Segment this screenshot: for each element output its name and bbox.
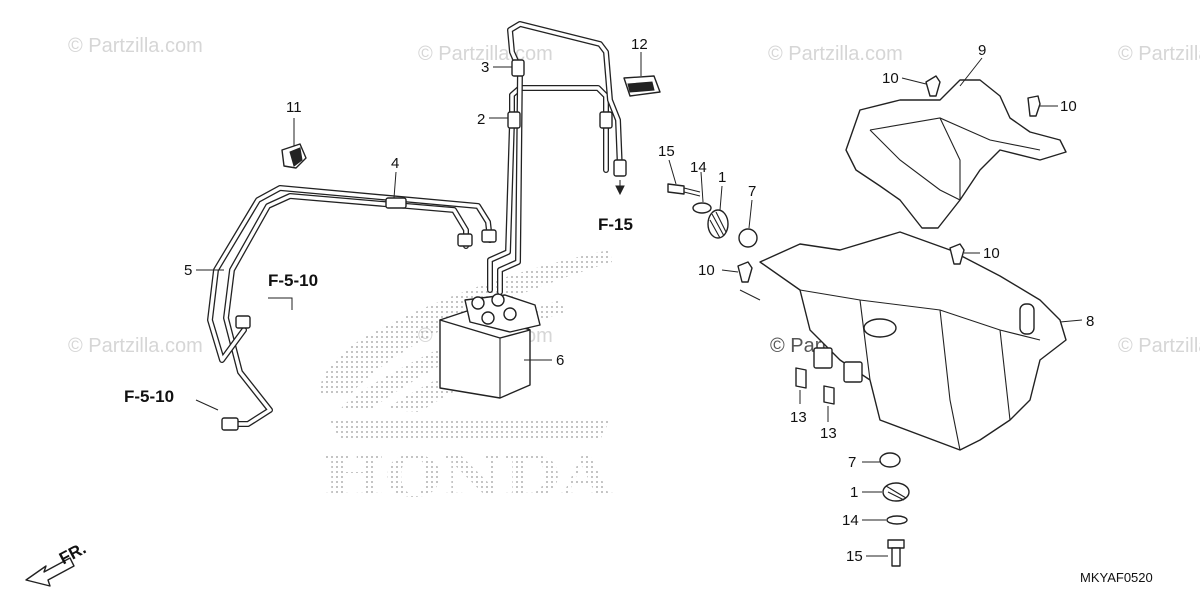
- watermark-text: © Partzilla.com: [1118, 335, 1200, 357]
- part-8-tray: [759, 231, 1067, 451]
- part-label-1b: 1: [850, 484, 858, 501]
- watermark-text: © Partzilla.com: [68, 35, 203, 57]
- part-label-6: 6: [556, 352, 564, 369]
- part-label-15a: 15: [658, 143, 675, 160]
- front-direction-arrow: FR.: [25, 539, 89, 587]
- part-9-cover: [845, 79, 1067, 229]
- part-label-10a: 10: [882, 70, 899, 87]
- part-label-1a: 1: [718, 169, 726, 186]
- part-label-13a: 13: [790, 409, 807, 426]
- part-label-14b: 14: [842, 512, 859, 529]
- part-11-clip: [281, 143, 307, 169]
- ref-f510-lower: F-5-10: [124, 387, 174, 406]
- mount-hardware-lower: [879, 452, 910, 567]
- upper-brake-pipes: [487, 21, 627, 295]
- ref-f15: F-15: [598, 215, 633, 234]
- part-label-4: 4: [391, 155, 399, 172]
- part-label-10c: 10: [983, 245, 1000, 262]
- part-label-7b: 7: [848, 454, 856, 471]
- reference-labels: F-15 F-5-10 F-5-10: [124, 215, 633, 406]
- watermark-text: © Partzilla.com: [1118, 43, 1200, 65]
- part-label-7a: 7: [748, 183, 756, 200]
- part-label-9: 9: [978, 42, 986, 59]
- leader-lines: [195, 52, 1083, 557]
- part-label-12: 12: [631, 36, 648, 53]
- watermark-text: © Partzilla.com: [68, 335, 203, 357]
- part-label-13b: 13: [820, 425, 837, 442]
- part-label-15b: 15: [846, 548, 863, 565]
- diagram-code: MKYAF0520: [1080, 570, 1153, 585]
- part-10-bolts: [737, 75, 1041, 283]
- part-label-5: 5: [184, 262, 192, 279]
- part-label-3: 3: [481, 59, 489, 76]
- part-13-clips: [795, 367, 835, 405]
- part-label-14a: 14: [690, 159, 707, 176]
- part-label-11: 11: [286, 99, 302, 116]
- mount-hardware-upper: [667, 183, 758, 248]
- part-12-block: [623, 75, 661, 97]
- part-label-10b: 10: [1060, 98, 1077, 115]
- part-number-labels: 3 2 4 11 5 6 12 15 14 1 7 9 10 10 10 10 …: [184, 36, 1094, 565]
- part-label-2: 2: [477, 111, 485, 128]
- front-brake-hose: [207, 185, 497, 431]
- part-label-10d: 10: [698, 262, 715, 279]
- honda-wordmark: HONDA: [322, 444, 614, 510]
- part-label-8: 8: [1086, 313, 1094, 330]
- ref-f510-upper: F-5-10: [268, 271, 318, 290]
- watermark-text: © Partzilla.com: [768, 43, 903, 65]
- abs-modulator: [439, 293, 541, 399]
